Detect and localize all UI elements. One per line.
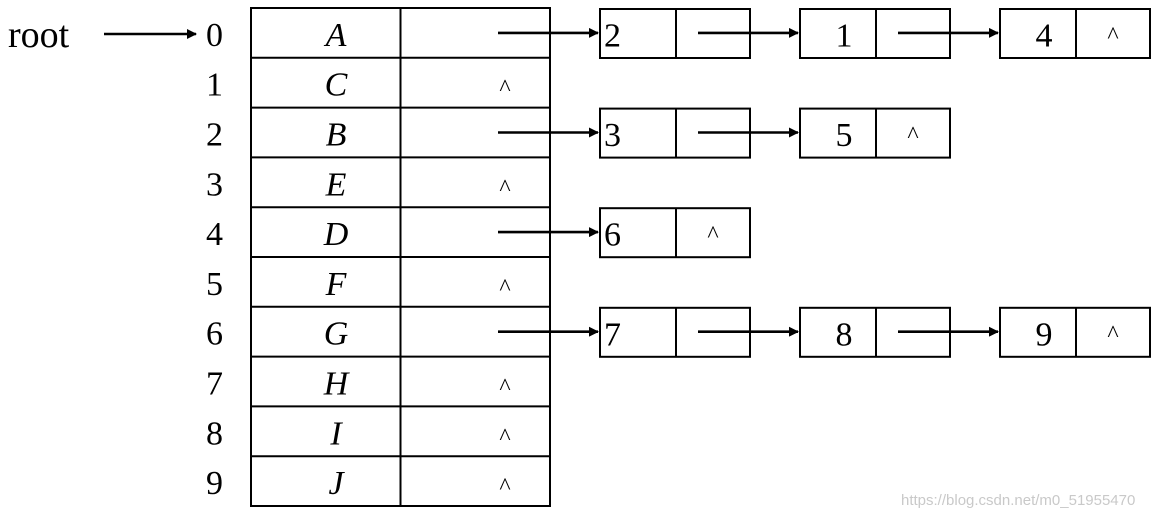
row-index-label: 0 (206, 17, 223, 54)
child-index-label: 7 (604, 316, 621, 353)
node-data-label: E (325, 166, 347, 203)
child-index-label: 2 (604, 18, 621, 55)
null-pointer-symbol: ^ (499, 76, 510, 102)
node-data-label: G (324, 316, 349, 353)
node-data-label: A (324, 17, 347, 54)
array-rows: 0 A 1 C ^ 2 B 3 E ^ 4 D 5 F ^ 6 G 7 H ^ 8 I ^ 9 J ^ (206, 17, 550, 502)
row-index-label: 4 (206, 216, 223, 253)
child-linked-lists: 2 1 4 ^ 3 5 ^ 6 ^ 7 8 9 ^ (498, 8, 1151, 358)
null-pointer-symbol: ^ (499, 175, 510, 201)
null-pointer-symbol: ^ (1107, 322, 1118, 348)
child-index-label: 6 (604, 217, 621, 254)
child-index-label: 9 (1036, 316, 1053, 353)
null-pointer-symbol: ^ (907, 123, 918, 149)
row-index-label: 9 (206, 465, 223, 502)
node-data-label: F (325, 266, 348, 303)
node-data-label: I (329, 415, 343, 452)
root-label: root (8, 14, 70, 56)
row-index-label: 2 (206, 117, 223, 154)
null-pointer-symbol: ^ (707, 222, 718, 248)
row-index-label: 3 (206, 166, 223, 203)
row-index-label: 5 (206, 266, 223, 303)
null-pointer-symbol: ^ (1107, 23, 1118, 49)
node-data-label: J (328, 465, 345, 502)
null-pointer-symbol: ^ (499, 275, 510, 301)
node-data-label: D (323, 216, 349, 253)
node-data-label: C (325, 67, 348, 104)
child-index-label: 1 (836, 18, 853, 55)
row-index-label: 7 (206, 366, 223, 403)
watermark: https://blog.csdn.net/m0_51955470 (901, 492, 1135, 509)
child-index-label: 4 (1036, 18, 1053, 55)
null-pointer-symbol: ^ (499, 474, 510, 500)
node-data-label: H (323, 366, 351, 403)
child-index-label: 3 (604, 117, 621, 154)
null-pointer-symbol: ^ (499, 375, 510, 401)
row-index-label: 8 (206, 415, 223, 452)
child-index-label: 5 (836, 117, 853, 154)
child-index-label: 8 (836, 316, 853, 353)
row-index-label: 1 (206, 67, 223, 104)
null-pointer-symbol: ^ (499, 424, 510, 450)
row-index-label: 6 (206, 316, 223, 353)
node-data-label: B (326, 117, 347, 154)
